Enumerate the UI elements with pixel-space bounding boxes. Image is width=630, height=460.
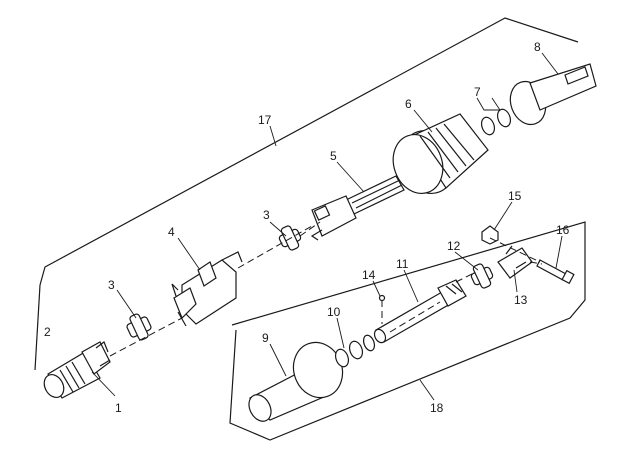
callout-10: 10: [327, 305, 341, 319]
part-14-pin: [378, 294, 386, 302]
callout-14: 14: [362, 268, 376, 282]
callout-labels: 1 2 3 3 4 5 6 7 8 9 10 11 12 13 14 15 16…: [44, 40, 570, 415]
callout-18: 18: [430, 401, 444, 415]
part-16-bolt: [536, 259, 575, 285]
part-5-splined-shaft: [310, 175, 405, 241]
part-4-outer-yoke: [171, 251, 243, 327]
callout-11: 11: [396, 257, 409, 271]
assembly-outline-2: [34, 284, 41, 371]
callout-9: 9: [262, 331, 269, 345]
assembly-outline-17: [39, 17, 579, 286]
part-6-shield-cone: [392, 113, 489, 194]
callout-7: 7: [474, 85, 481, 99]
leader-lines: [91, 52, 563, 401]
callout-3-upper: 3: [263, 208, 270, 222]
callout-8: 8: [534, 40, 541, 54]
assembly-centerlines: [109, 221, 543, 357]
part-1-yoke: [43, 341, 111, 399]
callout-17: 17: [258, 113, 272, 127]
part-15-nut: [481, 225, 499, 245]
part-9-inner-tube: [248, 341, 344, 422]
callout-4: 4: [168, 225, 175, 239]
part-8-outer-tube: [509, 63, 597, 126]
callout-15: 15: [508, 189, 522, 203]
callout-3-lower: 3: [108, 278, 115, 292]
callout-5: 5: [330, 149, 337, 163]
callout-12: 12: [447, 239, 461, 253]
part-11-inner-shaft: [373, 279, 467, 344]
part-13-yoke: [497, 245, 533, 279]
part-7-bearing-rings: [480, 108, 512, 136]
callout-13: 13: [514, 293, 528, 307]
callout-1: 1: [115, 401, 122, 415]
part-3-cross-lower: [126, 313, 152, 341]
assembly-outline-18: [229, 221, 586, 441]
callout-16: 16: [556, 223, 570, 237]
callout-6: 6: [405, 97, 412, 111]
part-10-rings: [334, 334, 376, 368]
callout-2: 2: [44, 325, 51, 339]
